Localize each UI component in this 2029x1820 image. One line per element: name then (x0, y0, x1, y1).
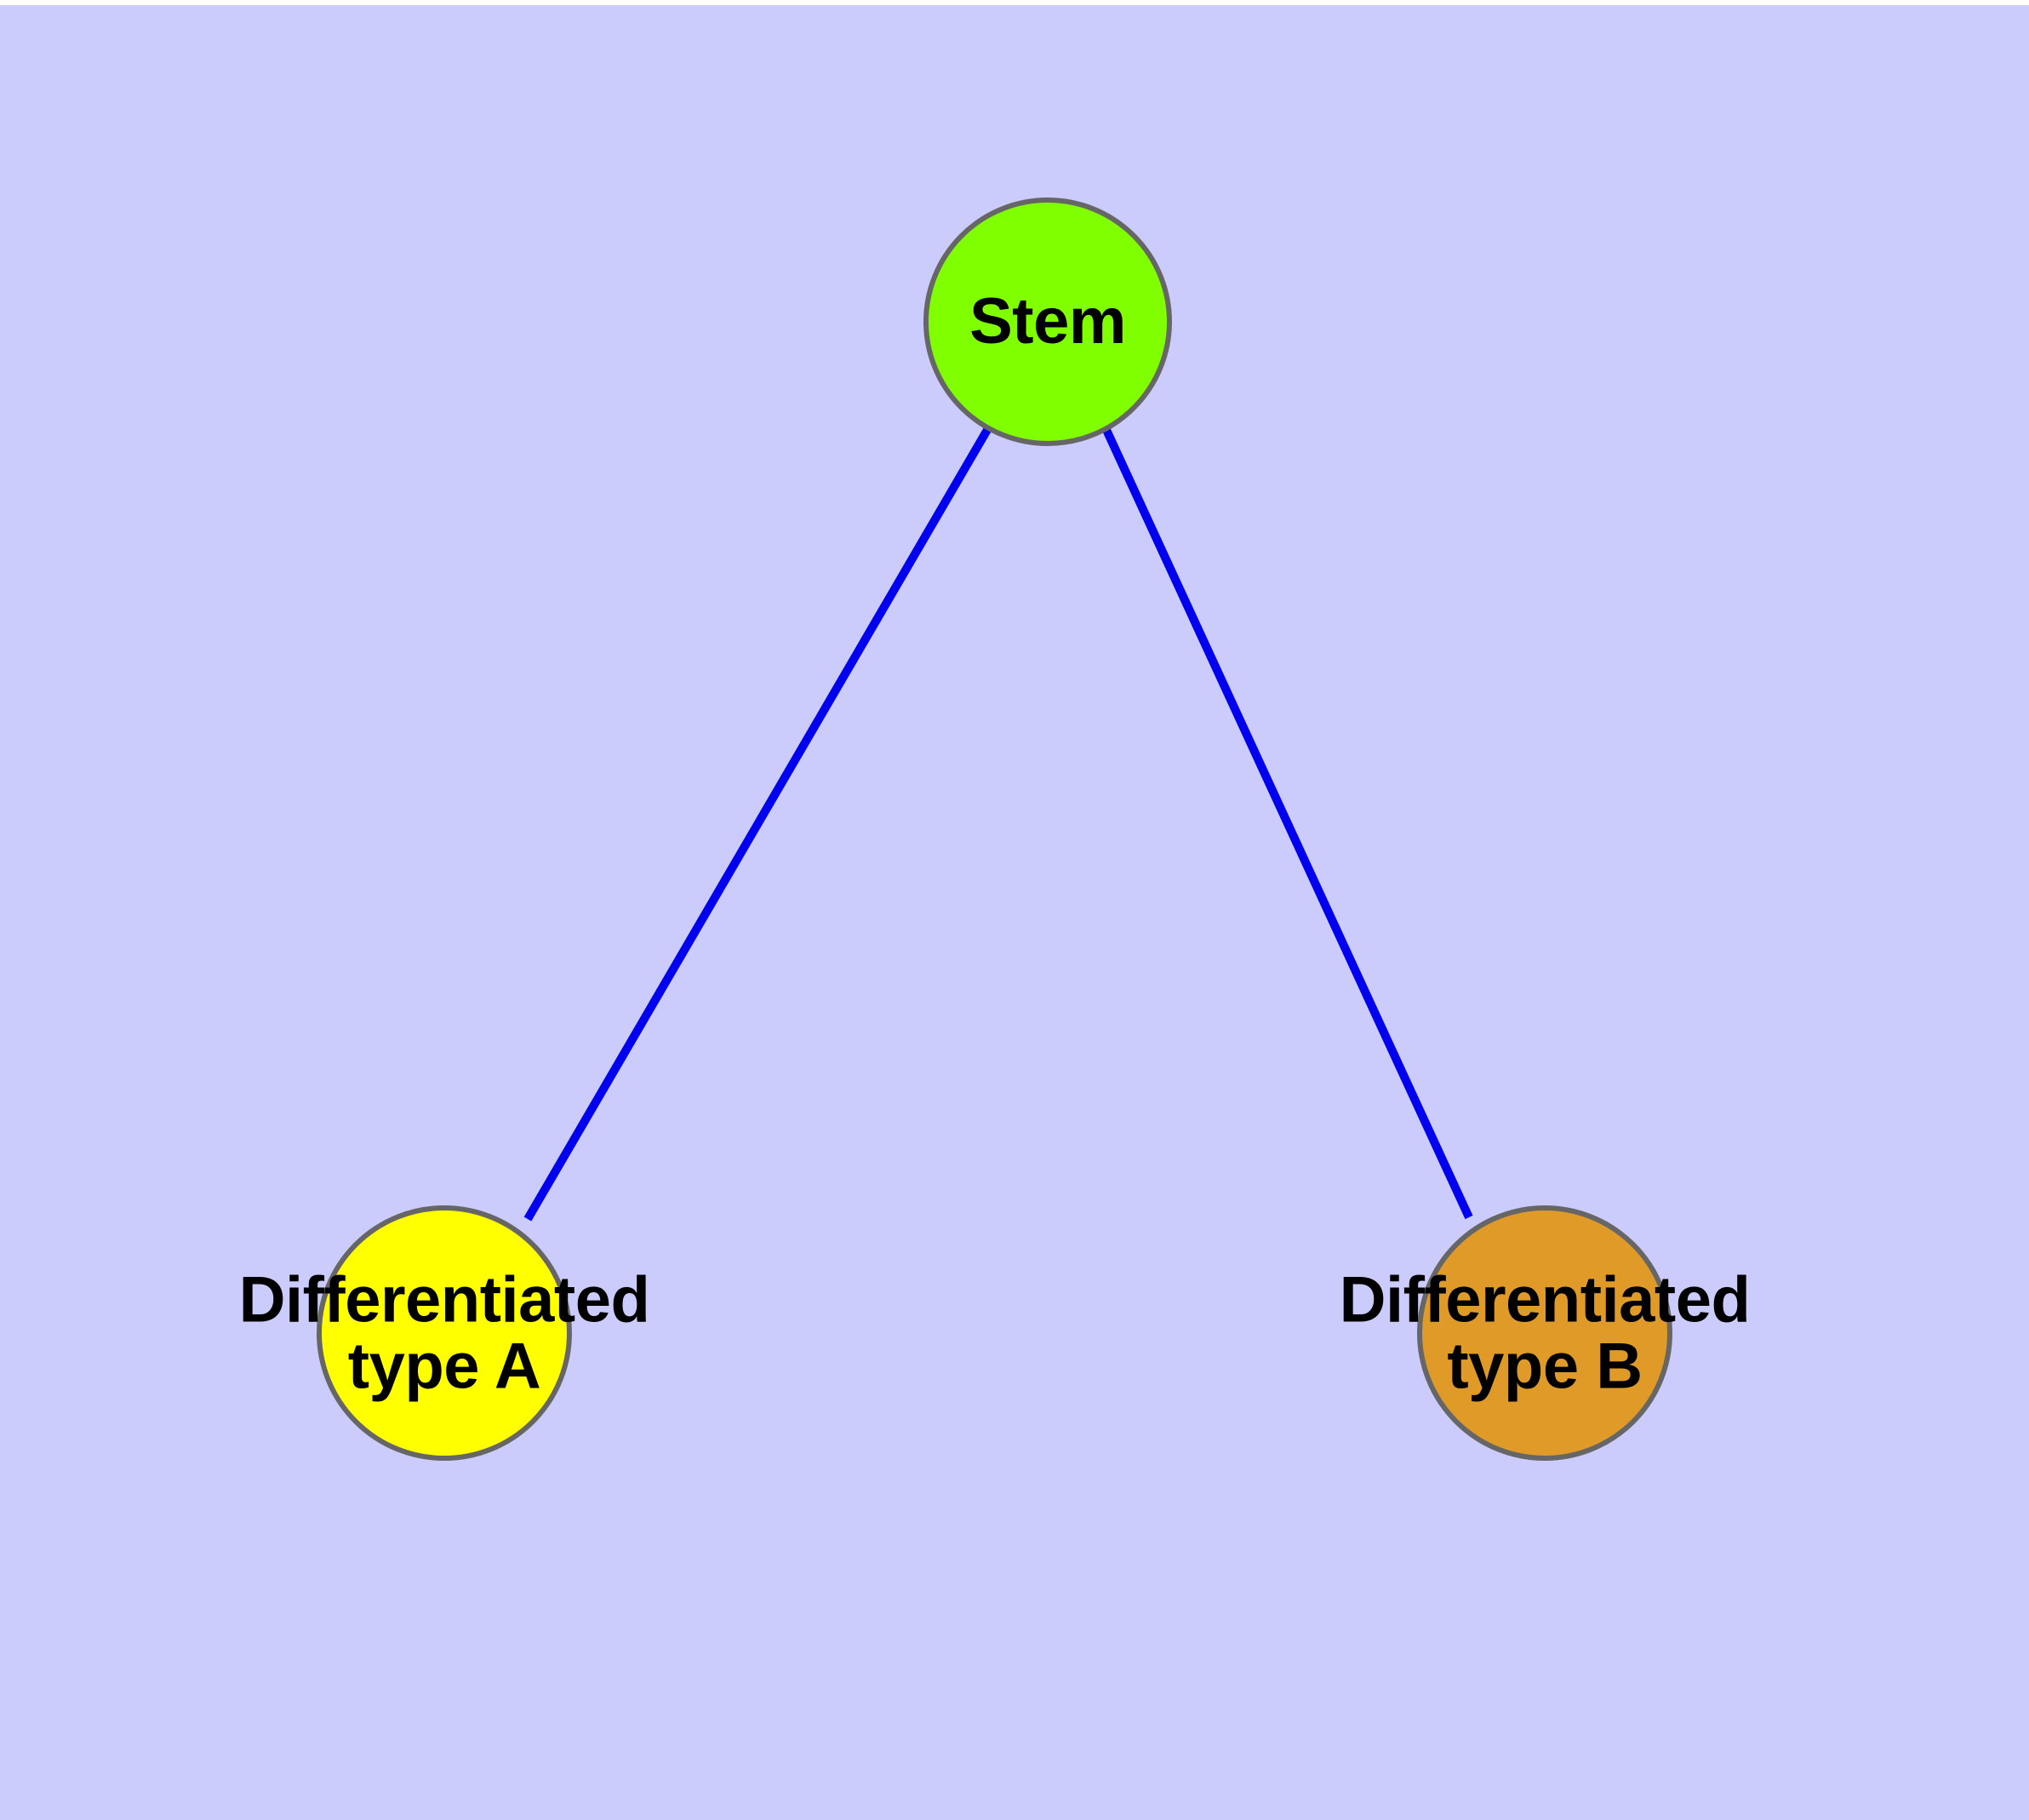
edges-group (523, 427, 1473, 1222)
node-differentiated-type-b[interactable] (1417, 1205, 1672, 1461)
edge-stem-to-differentiated-type-a[interactable] (523, 427, 992, 1222)
node-stem[interactable] (923, 197, 1172, 446)
nodes-group (317, 197, 1672, 1461)
node-differentiated-type-a[interactable] (317, 1205, 572, 1461)
edge-stem-to-differentiated-type-b[interactable] (1102, 427, 1473, 1220)
